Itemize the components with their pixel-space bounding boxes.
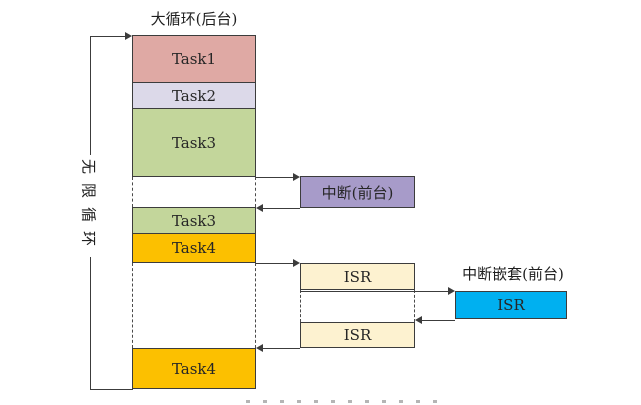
task3-resumed-label: Task3: [171, 211, 217, 230]
isr-return-line: [263, 348, 300, 349]
interrupt-call-line: [256, 177, 294, 178]
interrupt-box: 中断(前台): [300, 176, 415, 208]
isr-suspended-gap: [300, 290, 415, 322]
task4-box: Task4: [132, 234, 256, 263]
interrupt-call-arrowhead-icon: [293, 173, 300, 181]
nested-call-arrowhead-icon: [448, 287, 455, 295]
suspended-gap-isr: [132, 263, 256, 348]
loop-line-top: [90, 36, 126, 37]
loop-line-bottom: [90, 389, 133, 390]
task4-label: Task4: [171, 239, 217, 257]
task3-label: Task3: [171, 133, 217, 152]
caption-remnant-marks: [246, 400, 442, 403]
isr2-box: ISR: [300, 322, 415, 348]
task3-resumed-box: Task3: [132, 207, 256, 234]
nested-return-arrowhead-icon: [415, 316, 422, 324]
nested-isr-label: ISR: [497, 296, 525, 314]
task3-box: Task3: [132, 109, 256, 177]
infinite-loop-label: 无限循环: [78, 154, 100, 258]
interrupt-label: 中断(前台): [321, 183, 394, 202]
task4-resumed-box: Task4: [132, 348, 256, 389]
nested-return-line: [422, 320, 455, 321]
suspended-gap-interrupt: [132, 177, 256, 207]
nested-interrupt-title: 中断嵌套(前台): [462, 265, 564, 283]
task4-resumed-label: Task4: [171, 359, 217, 378]
main-loop-title: 大循环(后台): [150, 10, 238, 28]
nested-call-line: [300, 291, 448, 292]
nested-isr-box: ISR: [455, 291, 567, 319]
isr2-label: ISR: [343, 326, 372, 344]
isr1-label: ISR: [343, 267, 372, 286]
isr-return-arrowhead-icon: [256, 344, 263, 352]
isr-call-arrowhead-icon: [293, 259, 300, 267]
arrowhead-into-task1-icon: [125, 32, 132, 40]
isr-call-line: [256, 263, 293, 264]
task2-label: Task2: [171, 86, 217, 105]
task2-box: Task2: [132, 83, 256, 109]
task1-box: Task1: [132, 35, 256, 83]
interrupt-return-arrowhead-icon: [256, 204, 263, 212]
interrupt-return-line: [263, 208, 300, 209]
task1-label: Task1: [171, 50, 217, 68]
isr1-box: ISR: [300, 263, 415, 290]
